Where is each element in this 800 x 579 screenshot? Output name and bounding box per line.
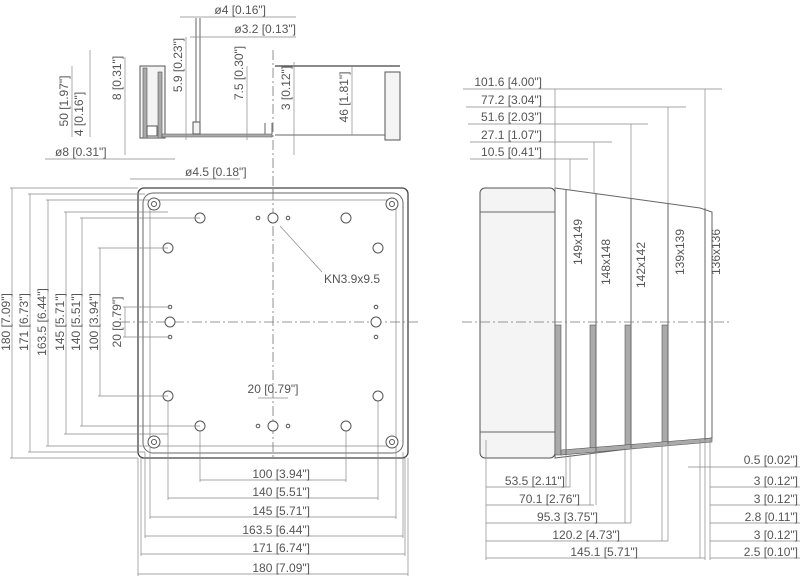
dim-v-145: 145 [5.71"] <box>53 293 67 351</box>
dim-b-145: 145 [5.71"] <box>252 504 310 518</box>
dim-hole-3-2: ø3.2 [0.13"] <box>234 22 296 36</box>
dim-height-7-5: 7.5 [0.30"] <box>232 46 246 100</box>
dim-thk-0-5: 0.5 [0.02"] <box>744 453 798 467</box>
dim-height-4: 4 [0.16"] <box>72 92 86 136</box>
size-139: 139x139 <box>673 229 687 275</box>
dim-wall-145-1: 145.1 [5.71"] <box>570 545 638 559</box>
dim-b-100: 100 [3.94"] <box>252 467 310 481</box>
label-kn: KN3.9x9.5 <box>324 272 380 286</box>
dim-wall-70-1: 70.1 [2.76"] <box>519 492 580 506</box>
dim-v-140: 140 [5.51"] <box>69 293 83 351</box>
size-148: 148x148 <box>599 239 613 285</box>
dim-h-20: 20 [0.79"] <box>248 382 299 396</box>
dim-b-171: 171 [6.74"] <box>252 541 310 555</box>
dim-depth-51-6: 51.6 [2.03"] <box>481 110 542 124</box>
dim-hole-8: ø8 [0.31"] <box>55 145 107 159</box>
dim-thk-3-b: 3 [0.12"] <box>754 492 798 506</box>
dim-v-163-5: 163.5 [6.44"] <box>35 288 49 356</box>
size-149: 149x149 <box>571 219 585 265</box>
dim-v-171: 171 [6.73"] <box>17 293 31 351</box>
dim-height-5-9: 5.9 [0.23"] <box>171 38 185 92</box>
dim-v-100: 100 [3.94"] <box>87 293 101 351</box>
size-136: 136x136 <box>709 229 723 275</box>
dim-thk-3-c: 3 [0.12"] <box>754 528 798 542</box>
dim-hole-4: ø4 [0.16"] <box>214 3 266 17</box>
dim-depth-101-6: 101.6 [4.00"] <box>474 75 542 89</box>
section-detail: ø4 [0.16"] ø3.2 [0.13"] 50 [1.97"] 4 [0.… <box>45 3 401 190</box>
dim-wall-53-5: 53.5 [2.11"] <box>505 474 565 488</box>
dim-height-3: 3 [0.12"] <box>279 66 293 110</box>
dim-b-140: 140 [5.51"] <box>252 485 310 499</box>
front-view: KN3.9x9.5 180 [7.09"] 171 [6.73"] 163.5 … <box>0 187 420 576</box>
size-142: 142x142 <box>634 242 648 288</box>
dim-v-180: 180 [7.09"] <box>0 293 13 351</box>
dim-hole-4-5: ø4.5 [0.18"] <box>185 165 247 179</box>
dim-thk-3-a: 3 [0.12"] <box>754 474 798 488</box>
dim-v-20: 20 [0.79"] <box>110 297 124 348</box>
dim-height-46: 46 [1.81"] <box>337 72 351 123</box>
dim-wall-95-3: 95.3 [3.75"] <box>537 510 598 524</box>
dim-depth-27-1: 27.1 [1.07"] <box>481 128 542 142</box>
side-view: 149x149 148x148 142x142 139x139 136x136 … <box>462 75 800 560</box>
mounting-holes <box>162 212 384 432</box>
dim-height-8: 8 [0.31"] <box>110 56 124 100</box>
dim-thk-2-5: 2.5 [0.10"] <box>744 545 798 559</box>
dim-thk-2-8: 2.8 [0.11"] <box>745 510 798 524</box>
dim-height-50: 50 [1.97"] <box>57 76 71 127</box>
dim-depth-10-5: 10.5 [0.41"] <box>481 145 542 159</box>
dim-wall-120-2: 120.2 [4.73"] <box>552 528 620 542</box>
dim-b-163-5: 163.5 [6.44"] <box>242 523 310 537</box>
dim-depth-77-2: 77.2 [3.04"] <box>481 93 542 107</box>
corner-screw-holes <box>147 197 399 449</box>
dim-b-180: 180 [7.09"] <box>252 561 310 575</box>
